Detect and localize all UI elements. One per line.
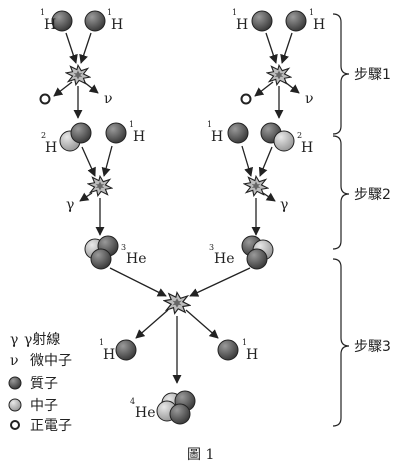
arrow: [81, 146, 96, 177]
legend-gamma-label: γ射線: [24, 332, 60, 348]
left-deuterium: 2 H: [41, 122, 92, 156]
arrow: [280, 32, 293, 64]
h1-symbol: H: [44, 17, 56, 33]
arrow: [189, 267, 251, 297]
arrow: [135, 309, 169, 339]
left-helium3: 3 He: [84, 235, 147, 270]
he3-mass: 3: [121, 243, 126, 252]
proton: [285, 10, 307, 32]
h1-mass: 1: [129, 120, 134, 129]
he3-symbol: He: [214, 251, 235, 267]
arrow: [258, 146, 273, 177]
h1-mass: 1: [40, 8, 45, 17]
h1-symbol: H: [133, 129, 145, 145]
h2-mass: 2: [41, 131, 46, 140]
legend-positron-label: 正電子: [30, 418, 72, 434]
proton: [115, 339, 137, 361]
gamma-symbol: γ: [280, 197, 288, 213]
arrow: [79, 192, 93, 202]
proton: [105, 122, 127, 144]
right-step1-reactants: 1 H 1 H: [232, 8, 325, 33]
arrow: [109, 267, 167, 297]
h2-symbol: H: [45, 140, 57, 156]
h1-symbol: H: [211, 129, 223, 145]
fusion-burst: [243, 175, 269, 197]
arrow: [265, 32, 278, 64]
h1-mass: 1: [207, 120, 212, 129]
arrow: [185, 309, 219, 339]
proton: [84, 10, 106, 32]
arrow: [241, 145, 254, 177]
h1-symbol: H: [246, 347, 258, 363]
legend-gamma-symbol: γ: [10, 332, 18, 348]
arrow: [83, 81, 99, 94]
step1-label: 步驟1: [354, 67, 391, 83]
proton: [227, 122, 249, 144]
proton: [169, 403, 191, 425]
arrow: [284, 81, 300, 94]
arrow: [65, 32, 78, 64]
brace-step3: [332, 258, 350, 427]
h1-mass: 1: [232, 8, 237, 17]
brace-step1: [332, 13, 350, 135]
proton: [70, 122, 92, 144]
legend-proton-icon: [8, 376, 22, 390]
legend-proton-label: 質子: [30, 376, 58, 392]
arrow: [79, 32, 92, 64]
step2-label: 步驟2: [354, 187, 391, 203]
positron: [39, 93, 51, 105]
legend-positron-icon: [10, 420, 20, 430]
h1-symbol: H: [111, 17, 123, 33]
proton: [51, 10, 73, 32]
helium4: 4 He: [130, 390, 196, 425]
fusion-burst: [266, 64, 292, 86]
arrow: [101, 145, 113, 177]
he3-symbol: He: [126, 251, 147, 267]
neutrino-symbol: ν: [305, 91, 314, 107]
h1-symbol: H: [236, 17, 248, 33]
legend-neutron-label: 中子: [30, 398, 58, 414]
arrow: [254, 81, 274, 97]
fusion-burst: [65, 64, 91, 86]
h1-symbol: H: [313, 17, 325, 33]
brace-step2: [332, 135, 350, 250]
left-step1-reactants: 1 H 1 H: [40, 8, 123, 33]
h1-symbol: H: [103, 347, 115, 363]
he4-mass: 4: [130, 397, 135, 406]
step3-label: 步驟3: [354, 339, 391, 355]
legend-neutrino-symbol: ν: [10, 353, 19, 369]
h2-symbol: H: [301, 140, 313, 156]
he3-mass: 3: [209, 243, 214, 252]
arrow: [53, 81, 73, 97]
proton: [251, 10, 273, 32]
legend-neutron-icon: [8, 398, 22, 412]
positron: [240, 93, 252, 105]
h1-mass: 1: [107, 8, 112, 17]
proton: [90, 248, 112, 270]
figure-caption: 圖 1: [187, 447, 214, 463]
h2-mass: 2: [297, 131, 302, 140]
h1-mass: 1: [309, 8, 314, 17]
gamma-symbol: γ: [66, 197, 74, 213]
h1-mass: 1: [99, 338, 104, 347]
proton: [246, 248, 268, 270]
right-helium3: 3 He: [209, 235, 274, 270]
he4-symbol: He: [135, 405, 156, 421]
arrow: [262, 192, 276, 202]
legend-neutrino-label: 微中子: [30, 353, 72, 369]
neutron: [273, 130, 295, 152]
neutrino-symbol: ν: [104, 91, 113, 107]
proton: [217, 339, 239, 361]
right-deuterium: 2 H: [260, 122, 313, 156]
legend: γ γ射線 ν 微中子 質子 中子 正電子: [8, 332, 72, 434]
h1-mass: 1: [242, 338, 247, 347]
